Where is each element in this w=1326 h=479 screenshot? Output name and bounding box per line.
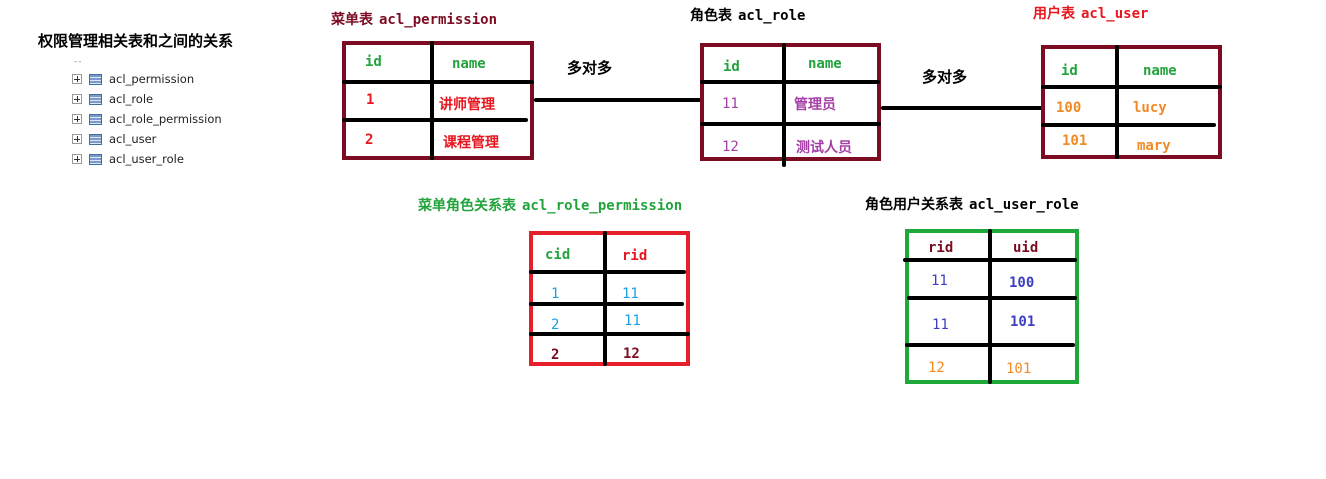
user-role-title-cn: 角色用户关系表 (865, 197, 963, 213)
data-cell: 1 (366, 92, 375, 108)
column-divider (430, 41, 434, 160)
header-cell: id (1061, 63, 1078, 79)
user-title-name: acl_user (1081, 6, 1149, 22)
header-cell: name (1143, 63, 1177, 79)
header-cell: uid (1013, 240, 1039, 256)
expand-icon[interactable] (72, 114, 82, 124)
header-cell: id (723, 59, 740, 75)
user-role-table-title: 角色用户关系表 acl_user_role (865, 194, 1079, 214)
tree-item-acl-user-role[interactable]: acl_user_role (72, 151, 184, 167)
row-divider (700, 122, 881, 126)
data-cell: 课程管理 (443, 135, 499, 151)
data-cell: 11 (624, 313, 641, 329)
table-icon (89, 93, 102, 105)
tree-item-label: acl_role_permission (109, 112, 222, 126)
role-permission-table: cid rid 1 11 2 11 2 12 (529, 231, 690, 366)
row-divider (529, 332, 690, 336)
user-table-title: 用户表 acl_user (1033, 3, 1148, 23)
row-divider (529, 302, 684, 306)
row-divider (907, 296, 1077, 300)
data-cell: mary (1137, 138, 1171, 154)
header-cell: rid (928, 240, 954, 256)
role-table: id name 11 管理员 12 测试人员 (700, 43, 881, 167)
header-cell: name (452, 56, 486, 72)
data-cell: 11 (931, 273, 948, 289)
table-icon (89, 133, 102, 145)
header-cell: name (808, 56, 842, 72)
relation-label-permission-role: 多对多 (567, 59, 613, 77)
tree-item-acl-role-permission[interactable]: acl_role_permission (72, 111, 222, 127)
role-title-name: acl_role (738, 8, 806, 24)
table-icon (89, 153, 102, 165)
data-cell: 100 (1009, 275, 1035, 291)
column-divider (988, 229, 992, 384)
column-divider (603, 231, 607, 366)
column-divider (782, 43, 786, 167)
permission-table-title: 菜单表 acl_permission (331, 9, 497, 29)
permission-title-name: acl_permission (379, 12, 498, 28)
row-divider (342, 118, 528, 122)
expand-icon[interactable] (72, 94, 82, 104)
relation-label-role-user: 多对多 (922, 68, 968, 86)
role-permission-title-name: acl_role_permission (522, 198, 683, 214)
data-cell: 讲师管理 (439, 97, 495, 113)
data-cell: 11 (722, 96, 739, 112)
data-cell: 12 (928, 360, 945, 376)
data-cell: 2 (365, 132, 374, 148)
column-divider (1115, 45, 1119, 159)
header-cell: rid (622, 248, 648, 264)
expand-icon[interactable] (72, 134, 82, 144)
tree-dots: -- (74, 57, 83, 67)
user-role-title-name: acl_user_role (969, 197, 1079, 213)
data-cell: 管理员 (794, 97, 836, 113)
user-table: id name 100 lucy 101 mary (1041, 45, 1222, 159)
expand-icon[interactable] (72, 74, 82, 84)
data-cell: 100 (1056, 100, 1082, 116)
relation-connector-permission-role (534, 98, 702, 102)
data-cell: 101 (1062, 133, 1088, 149)
table-icon (89, 73, 102, 85)
data-cell: lucy (1133, 100, 1167, 116)
user-title-cn: 用户表 (1033, 6, 1075, 22)
tree-item-acl-permission[interactable]: acl_permission (72, 71, 194, 87)
relation-connector-role-user (881, 106, 1045, 110)
data-cell: 11 (932, 317, 949, 333)
permission-title-cn: 菜单表 (331, 12, 373, 28)
data-cell: 12 (722, 139, 739, 155)
tree-title: 权限管理相关表和之间的关系 (38, 32, 234, 50)
data-cell: 12 (623, 346, 640, 362)
table-icon (89, 113, 102, 125)
permission-table: id name 1 讲师管理 2 课程管理 (342, 41, 534, 160)
user-role-table: rid uid 11 100 11 101 12 101 (903, 229, 1079, 384)
data-cell: 测试人员 (796, 140, 852, 156)
data-cell: 11 (622, 286, 639, 302)
data-cell: 2 (551, 317, 560, 333)
tree-item-acl-user[interactable]: acl_user (72, 131, 156, 147)
row-divider (342, 80, 534, 84)
row-divider (903, 258, 1077, 262)
header-cell: cid (545, 247, 571, 263)
role-title-cn: 角色表 (690, 8, 732, 24)
row-divider (1041, 123, 1216, 127)
role-permission-table-title: 菜单角色关系表 acl_role_permission (418, 195, 682, 215)
tree-item-label: acl_user (109, 132, 157, 146)
expand-icon[interactable] (72, 154, 82, 164)
tree-item-label: acl_permission (109, 72, 195, 86)
data-cell: 101 (1010, 314, 1036, 330)
tree-item-label: acl_role (109, 92, 154, 106)
row-divider (700, 80, 880, 84)
role-permission-title-cn: 菜单角色关系表 (418, 198, 516, 214)
data-cell: 101 (1006, 361, 1032, 377)
row-divider (905, 343, 1075, 347)
data-cell: 2 (551, 347, 560, 363)
row-divider (1041, 85, 1222, 89)
header-cell: id (365, 54, 382, 70)
row-divider (529, 270, 686, 274)
tree-item-acl-role[interactable]: acl_role (72, 91, 153, 107)
data-cell: 1 (551, 286, 560, 302)
tree-item-label: acl_user_role (109, 152, 184, 166)
role-table-title: 角色表 acl_role (690, 5, 805, 25)
